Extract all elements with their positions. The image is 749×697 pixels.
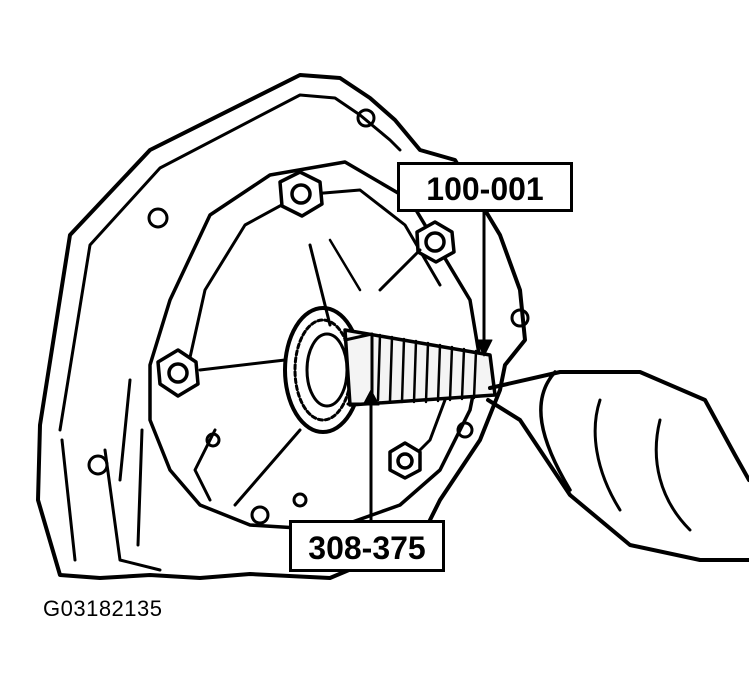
callout-label-308-375: 308-375	[289, 520, 445, 572]
slide-hammer-handle	[486, 370, 749, 562]
hole-7	[250, 505, 270, 525]
housing-inner-outline	[58, 93, 402, 432]
hole-4	[510, 308, 530, 328]
callout-label-100-001: 100-001	[397, 162, 573, 212]
hole-3	[356, 108, 376, 128]
bolt-bottom	[388, 441, 422, 480]
figure-id-label: G03182135	[43, 596, 163, 621]
bolt-top-right	[415, 220, 456, 264]
arrowhead-100-001	[475, 339, 493, 357]
bolt-left	[156, 348, 200, 398]
bolt-top-left	[278, 170, 324, 218]
seal-remover-tool	[343, 328, 497, 407]
hole-2	[87, 454, 109, 476]
hole-8	[292, 492, 308, 508]
housing-outer-outline	[36, 73, 527, 580]
hole-1	[147, 207, 169, 229]
arrowhead-308-375	[362, 389, 380, 406]
